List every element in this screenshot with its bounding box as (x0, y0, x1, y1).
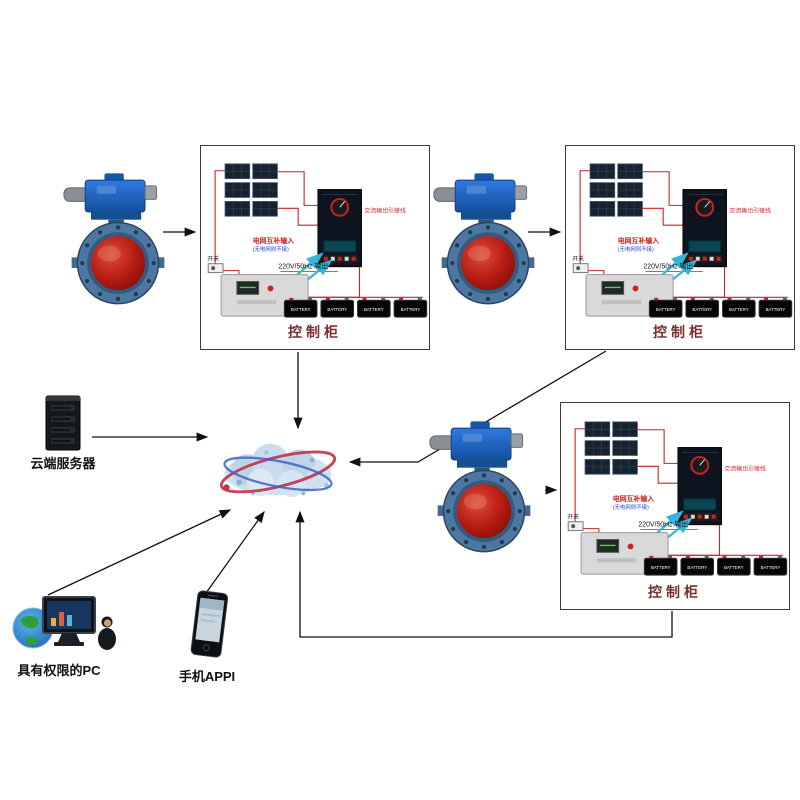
control-cabinet-3: 控制柜 (560, 402, 790, 610)
phone-label: 手机APPI (178, 669, 236, 684)
valve-2 (432, 170, 544, 308)
connector-phone-cloud (205, 510, 265, 594)
mobile-phone (186, 590, 232, 664)
connector-pc-cloud (47, 509, 232, 596)
cabinet-2-label: 控制柜 (653, 324, 707, 340)
pc-label: 具有权限的PC (17, 663, 101, 678)
cloud-server (44, 394, 84, 452)
control-cabinet-2: 控制柜 (565, 145, 795, 350)
cabinet-3-label: 控制柜 (648, 584, 702, 600)
authorized-pc (10, 592, 120, 658)
control-cabinet-1: 控制柜 (200, 145, 430, 350)
cabinet-1-label: 控制柜 (288, 324, 342, 340)
cloud-server-label: 云端服务器 (30, 456, 96, 471)
cloud-network (210, 428, 346, 508)
valve-3 (428, 418, 540, 556)
valve-1 (62, 170, 174, 308)
